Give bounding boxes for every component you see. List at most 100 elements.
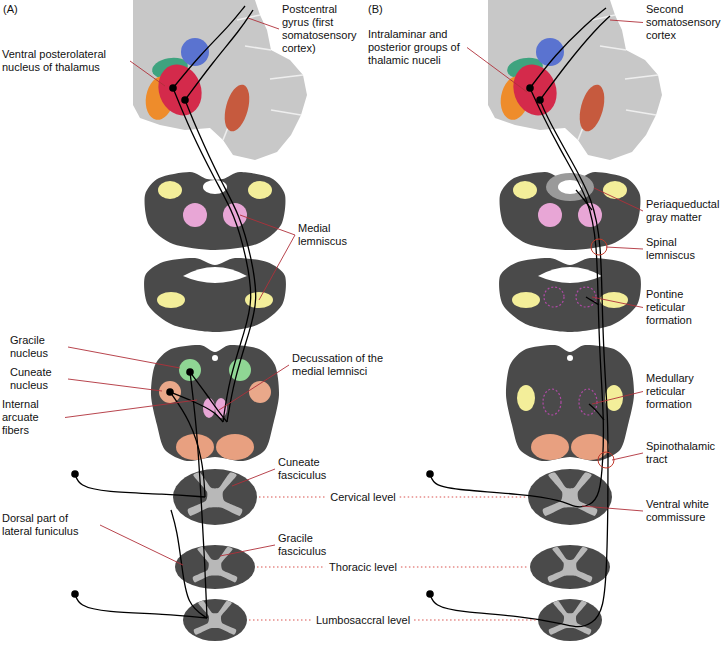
leader-line xyxy=(248,18,279,29)
leader-line xyxy=(232,469,275,486)
lentiform-nucleus xyxy=(575,82,609,134)
level-guide xyxy=(414,619,536,620)
structure-label: Gracile fasciculus xyxy=(278,532,340,558)
sulcus-line xyxy=(271,110,301,115)
structure-label: Medullary reticular formation xyxy=(646,372,708,411)
neuron-body xyxy=(426,470,434,478)
neuron-body xyxy=(71,470,79,478)
sulcus-line xyxy=(626,110,656,115)
pathway-column xyxy=(71,0,307,641)
leader-line xyxy=(259,235,295,300)
panel-letter: (A) xyxy=(3,3,18,16)
gray-matter xyxy=(543,472,598,515)
pyramid xyxy=(531,434,569,460)
decussation xyxy=(203,398,215,418)
level-guide xyxy=(249,619,312,620)
panel-letter: (B) xyxy=(368,3,383,16)
leader-line xyxy=(220,545,275,556)
cuneate-nucleus xyxy=(159,381,181,403)
nerve-fiber xyxy=(540,16,610,100)
nerve-fiber xyxy=(75,474,205,497)
pathway-column xyxy=(426,0,662,641)
leader-lines xyxy=(65,18,643,620)
neuron-body xyxy=(71,590,79,598)
gray-matter xyxy=(188,472,243,515)
leader-line xyxy=(610,20,643,23)
structure-label: Internal arcuate fibers xyxy=(2,398,62,437)
neuron-body xyxy=(166,388,174,396)
gray-matter xyxy=(549,601,592,635)
structure-label: Second somatosensory cortex xyxy=(646,3,722,42)
nerve-fiber xyxy=(530,8,606,88)
medulla-section xyxy=(506,345,634,461)
tract-marker xyxy=(598,452,614,468)
leader-line xyxy=(592,392,643,405)
sulcus-line xyxy=(245,46,271,50)
structure-label: Ventral posterolateral nucleus of thalam… xyxy=(2,48,127,74)
sulcus-line xyxy=(625,75,658,79)
nerve-fiber xyxy=(185,100,256,422)
level-label: Lumbosaccral level xyxy=(316,614,410,627)
reticular-formation xyxy=(579,389,597,415)
structure-label: Periaqueductal gray matter xyxy=(646,198,722,224)
nerve-fiber xyxy=(173,88,251,422)
neuron-body xyxy=(426,590,434,598)
nerve-fiber xyxy=(576,190,592,210)
neuron-body xyxy=(526,84,534,92)
leader-line xyxy=(594,188,643,211)
structure-label: Pontine reticular formation xyxy=(646,288,708,327)
leader-line xyxy=(240,215,295,235)
spinal-cord-section xyxy=(538,599,602,641)
leader-line xyxy=(68,379,162,391)
medial-lemniscus xyxy=(223,203,247,227)
nerve-fiber xyxy=(185,10,253,100)
level-guide xyxy=(401,566,528,567)
leader-line xyxy=(65,400,197,418)
nerve-fiber xyxy=(589,404,604,420)
neuron-body xyxy=(169,84,177,92)
leader-line xyxy=(612,453,643,460)
nerve-fiber xyxy=(190,372,207,618)
midbrain-section xyxy=(500,172,641,250)
nerve-fiber xyxy=(173,6,245,88)
tract-marker xyxy=(591,239,607,255)
sulcus-line xyxy=(600,46,626,50)
lemniscus-tract xyxy=(512,292,540,308)
nerve-fiber xyxy=(430,88,603,507)
brain-section xyxy=(488,0,662,160)
structure-label: Ventral white commissure xyxy=(646,498,718,524)
central-canal xyxy=(212,355,218,361)
cerebral-aqueduct xyxy=(203,180,227,194)
level-guide xyxy=(257,566,325,567)
leader-line xyxy=(582,506,643,511)
spinal-cord-section xyxy=(530,545,610,589)
leader-line xyxy=(68,347,180,368)
central-canal xyxy=(567,355,573,361)
level-label: Cervical level xyxy=(330,491,395,504)
leader-line xyxy=(467,48,527,93)
gray-matter xyxy=(193,547,238,582)
structure-label: Spinal lemniscus xyxy=(646,236,708,262)
reticular-formation xyxy=(543,389,561,415)
level-label: Thoracic level xyxy=(329,561,397,574)
structure-label: Medial lemniscus xyxy=(298,222,360,248)
lemniscus-tract xyxy=(157,292,185,308)
thalamic-nucleus xyxy=(506,58,563,121)
nerve-fiber xyxy=(171,510,207,618)
pyramid xyxy=(216,434,254,460)
neuron-body xyxy=(186,368,194,376)
lemniscus-tract xyxy=(517,385,535,411)
structure-label: Cuneate fasciculus xyxy=(278,456,340,482)
structure-label: Intralaminar and posterior groups of tha… xyxy=(368,28,464,67)
medial-lemniscus xyxy=(183,203,207,227)
structure-label: Dorsal part of lateral funiculus xyxy=(2,512,97,538)
thalamic-nucleus xyxy=(151,58,208,121)
leader-line xyxy=(592,297,643,308)
nerve-fiber xyxy=(190,372,227,422)
midbrain-section xyxy=(145,172,286,250)
fourth-ventricle xyxy=(538,267,602,283)
medial-lemniscus xyxy=(538,203,562,227)
level-guide xyxy=(400,496,526,497)
